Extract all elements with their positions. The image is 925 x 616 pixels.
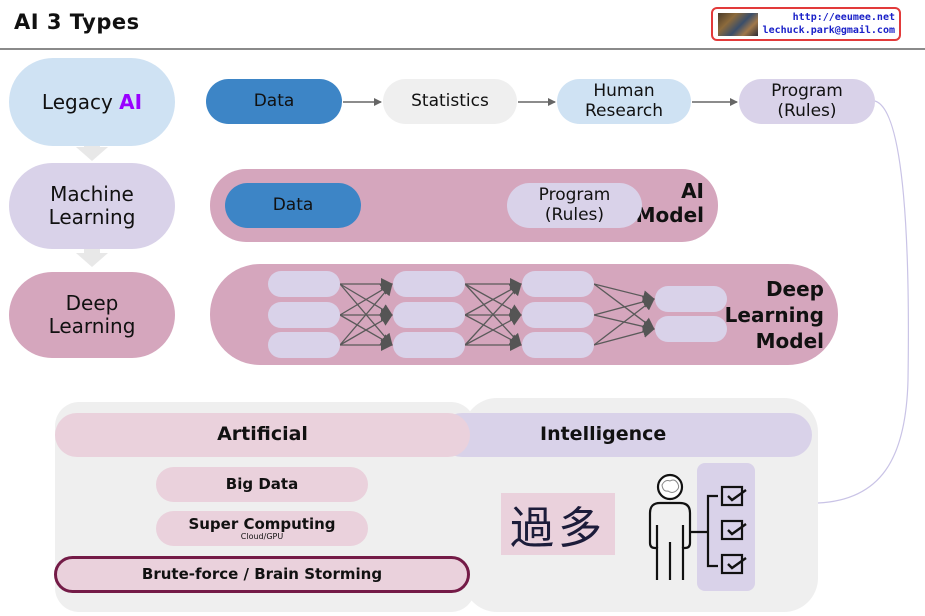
legacy-step-program-rules[interactable]: Program (Rules) — [739, 79, 875, 124]
checklist-panel — [697, 463, 755, 591]
nn-node-l1-n3 — [268, 332, 340, 358]
stage-legacy-ai[interactable]: Legacy AI — [9, 58, 175, 146]
header-divider — [0, 48, 925, 50]
nn-edge — [339, 314, 393, 346]
dl-label-line1: Deep — [65, 291, 119, 315]
nn-node-l4-n1 — [655, 286, 727, 312]
ml-program-line1: Program — [538, 184, 611, 205]
factor-super-computing-sub: Cloud/GPU — [240, 531, 284, 541]
legacy-step-statistics[interactable]: Statistics — [383, 79, 517, 124]
factor-brute-force-label: Brute-force / Brain Storming — [141, 564, 383, 583]
nn-node-l2-n1 — [393, 271, 465, 297]
artificial-label: Artificial — [217, 423, 308, 445]
author-badge[interactable]: http://eeumee.net lechuck.park@gmail.com — [711, 7, 901, 41]
nn-node-l3-n1 — [522, 271, 594, 297]
nn-node-l1-n1 — [268, 271, 340, 297]
checklist-icon — [690, 485, 747, 575]
factor-super-computing[interactable]: Super Computing Cloud/GPU — [156, 511, 368, 546]
author-thumbnail — [718, 13, 758, 36]
author-url[interactable]: http://eeumee.net — [792, 12, 895, 23]
nn-edge — [593, 326, 655, 346]
ml-input-data[interactable]: Data — [225, 183, 361, 228]
factor-super-computing-label: Super Computing — [188, 515, 336, 534]
human-line2: Research — [585, 100, 663, 121]
dl-model-label-line2: Learning — [724, 303, 824, 327]
factor-big-data-label: Big Data — [225, 474, 299, 493]
dl-model-label-line1: Deep — [765, 277, 824, 301]
nn-edge — [339, 283, 393, 346]
nn-node-l2-n3 — [393, 332, 465, 358]
nn-edge — [593, 298, 655, 346]
deep-learning-model-band: Deep Learning Model — [210, 264, 838, 365]
ml-output-program[interactable]: Program (Rules) — [507, 183, 642, 228]
nn-edge — [464, 283, 522, 346]
program-line2: (Rules) — [777, 100, 837, 121]
excess-kanji: 過多 — [501, 493, 615, 555]
factor-big-data[interactable]: Big Data — [156, 467, 368, 502]
page-title: AI 3 Types — [14, 10, 140, 34]
nn-node-l2-n2 — [393, 302, 465, 328]
person-brain-icon — [648, 473, 747, 580]
ai-model-label: AI Model — [636, 179, 704, 227]
program-line1: Program — [771, 80, 843, 101]
ai-model-label-line1: AI — [681, 179, 704, 203]
nn-node-l3-n3 — [522, 332, 594, 358]
nn-node-l4-n2 — [655, 316, 727, 342]
ai-model-label-line2: Model — [635, 203, 704, 227]
legacy-label: Legacy — [41, 89, 120, 114]
down-arrow-2 — [76, 245, 108, 267]
nn-edge — [593, 296, 655, 316]
nn-edge — [464, 314, 522, 346]
legacy-step-data[interactable]: Data — [206, 79, 342, 124]
stage-machine-learning[interactable]: Machine Learning — [9, 163, 175, 249]
human-line1: Human — [593, 80, 655, 101]
nn-node-l1-n2 — [268, 302, 340, 328]
ml-program-line2: (Rules) — [544, 204, 605, 225]
legacy-ai-highlight: AI — [119, 89, 143, 114]
intelligence-label: Intelligence — [540, 423, 667, 445]
author-email[interactable]: lechuck.park@gmail.com — [762, 25, 895, 36]
dl-model-label-line3: Model — [755, 329, 824, 353]
artificial-header: Artificial — [55, 413, 470, 457]
dl-label-line2: Learning — [48, 314, 136, 338]
ml-label-line1: Machine — [50, 182, 134, 206]
dl-model-label: Deep Learning Model — [725, 276, 824, 354]
neural-network — [268, 271, 727, 358]
nn-node-l3-n2 — [522, 302, 594, 328]
curve-program-to-intelligence — [817, 100, 909, 504]
stage-deep-learning[interactable]: Deep Learning — [9, 272, 175, 358]
factor-brute-force[interactable]: Brute-force / Brain Storming — [54, 556, 470, 593]
ml-label-line2: Learning — [48, 205, 136, 229]
intelligence-header: Intelligence — [440, 413, 812, 457]
legacy-step-human-research[interactable]: Human Research — [557, 79, 691, 124]
